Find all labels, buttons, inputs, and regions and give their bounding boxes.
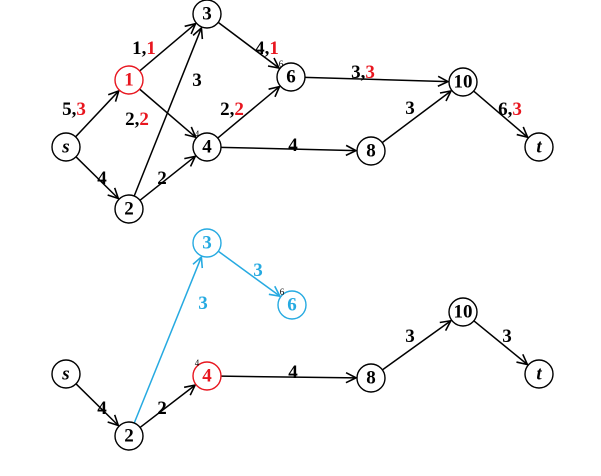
edge-2-4 xyxy=(139,156,195,201)
edge-s-1 xyxy=(75,91,119,138)
node-8: 8 xyxy=(356,363,386,393)
node-10: 10 xyxy=(448,67,478,97)
edge-4-6 xyxy=(217,87,280,139)
node-label-3: 3 xyxy=(202,3,212,24)
node-circle-t xyxy=(524,132,554,162)
edge-2-3 xyxy=(133,28,201,197)
edge-label-2-4: 2 xyxy=(157,168,167,189)
node-mark-4: 4 xyxy=(195,129,200,139)
node-circle-8 xyxy=(356,363,386,393)
node-circle-8 xyxy=(356,136,386,166)
node-label-1: 1 xyxy=(124,69,134,90)
node-8: 8 xyxy=(356,136,386,166)
node-circle-s xyxy=(51,132,81,162)
node-s: s xyxy=(51,132,81,162)
node-6: 66 xyxy=(276,59,306,92)
edge-label-1-3: 1,1 xyxy=(132,38,156,59)
edge-1-3 xyxy=(139,24,196,72)
node-label-t: t xyxy=(536,363,542,384)
node-mark-6: 6 xyxy=(279,59,284,69)
node-label-6: 6 xyxy=(287,294,297,315)
edge-s-2 xyxy=(75,156,118,199)
edge-8-10 xyxy=(381,91,451,144)
edge-4-8 xyxy=(220,376,356,378)
edge-label-10-t: 6,3 xyxy=(498,99,522,120)
edge-10-t xyxy=(473,90,528,137)
node-3: 3 xyxy=(192,0,222,29)
node-circle-10 xyxy=(448,297,478,327)
node-label-4: 4 xyxy=(202,136,212,157)
node-4: 44 xyxy=(192,358,222,391)
node-1: 1 xyxy=(114,65,144,95)
node-circle-6 xyxy=(276,62,306,92)
node-circle-6 xyxy=(277,290,307,320)
edge-s-2 xyxy=(75,383,118,426)
node-10: 10 xyxy=(448,297,478,327)
edge-3-6 xyxy=(217,21,279,68)
node-label-2: 2 xyxy=(124,198,134,219)
edge-10-t xyxy=(473,320,528,365)
edge-label-1-4: 2,2 xyxy=(125,109,149,130)
node-circle-s xyxy=(51,359,81,389)
node-t: t xyxy=(524,132,554,162)
node-t: t xyxy=(524,359,554,389)
node-4: 44 xyxy=(192,129,222,162)
node-2: 2 xyxy=(114,421,144,451)
edge-label-4-6: 2,2 xyxy=(220,99,244,120)
node-mark-6: 6 xyxy=(280,287,285,297)
node-s: s xyxy=(51,359,81,389)
edge-4-8 xyxy=(220,147,356,150)
node-label-10: 10 xyxy=(454,71,473,92)
node-circle-4 xyxy=(192,132,222,162)
node-circle-3 xyxy=(192,228,222,258)
node-label-6: 6 xyxy=(286,66,296,87)
node-circle-1 xyxy=(114,65,144,95)
node-circle-10 xyxy=(448,67,478,97)
edge-label-3-6: 3 xyxy=(253,260,263,281)
node-6: 66 xyxy=(277,287,307,320)
node-label-s: s xyxy=(61,136,69,157)
node-circle-2 xyxy=(114,194,144,224)
node-2: 2 xyxy=(114,194,144,224)
edge-label-8-10: 3 xyxy=(405,326,415,347)
node-circle-3 xyxy=(192,0,222,29)
edge-label-4-8: 4 xyxy=(288,362,298,383)
edge-label-10-t: 3 xyxy=(502,326,512,347)
edge-2-4 xyxy=(139,385,195,429)
edge-2-3 xyxy=(133,257,201,424)
node-label-8: 8 xyxy=(366,367,376,388)
node-label-2: 2 xyxy=(124,425,134,446)
edge-label-8-10: 3 xyxy=(405,98,415,119)
edge-label-s-1: 5,3 xyxy=(62,99,86,120)
edge-label-s-2: 4 xyxy=(97,168,107,189)
edge-label-6-10: 3,3 xyxy=(351,62,375,83)
node-mark-4: 4 xyxy=(195,358,200,368)
node-label-t: t xyxy=(536,136,542,157)
node-label-3: 3 xyxy=(202,232,212,253)
node-circle-4 xyxy=(192,361,222,391)
edge-label-2-4: 2 xyxy=(157,398,167,419)
node-label-10: 10 xyxy=(454,301,473,322)
node-label-s: s xyxy=(61,363,69,384)
node-label-4: 4 xyxy=(202,365,212,386)
node-circle-2 xyxy=(114,421,144,451)
edge-label-s-2: 4 xyxy=(97,398,107,419)
edge-label-2-3: 3 xyxy=(192,70,202,91)
edge-label-3-6: 4,1 xyxy=(255,38,279,59)
edge-3-6 xyxy=(217,250,280,296)
edge-6-10 xyxy=(304,77,448,81)
edge-label-2-3: 3 xyxy=(198,293,208,314)
edge-8-10 xyxy=(381,321,450,371)
node-3: 3 xyxy=(192,228,222,258)
edge-label-4-8: 4 xyxy=(288,135,298,156)
node-label-8: 8 xyxy=(366,140,376,161)
node-circle-t xyxy=(524,359,554,389)
